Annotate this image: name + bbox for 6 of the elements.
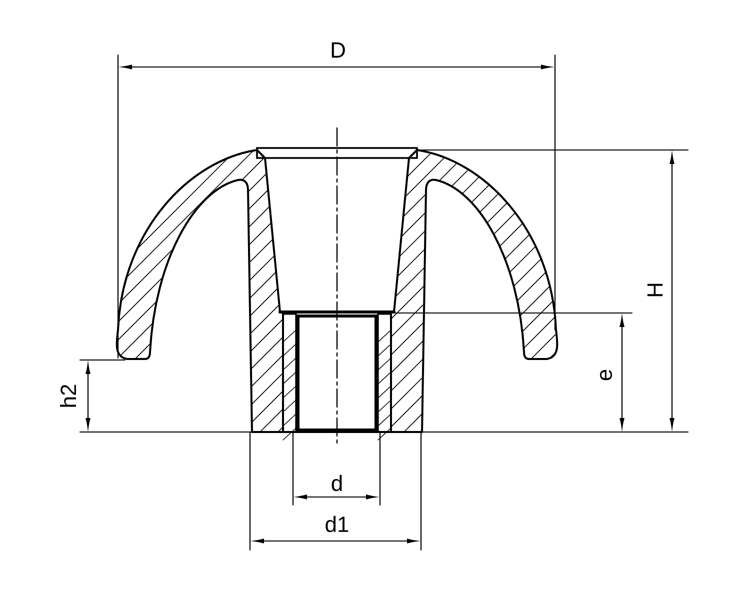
dimension-label: e	[600, 370, 612, 380]
dimension-label: h2	[60, 384, 76, 407]
dimension-label: d1	[326, 516, 348, 532]
dimension-label: D	[332, 42, 345, 58]
dimension-label: d	[332, 474, 342, 492]
dimension-label: H	[647, 284, 663, 296]
